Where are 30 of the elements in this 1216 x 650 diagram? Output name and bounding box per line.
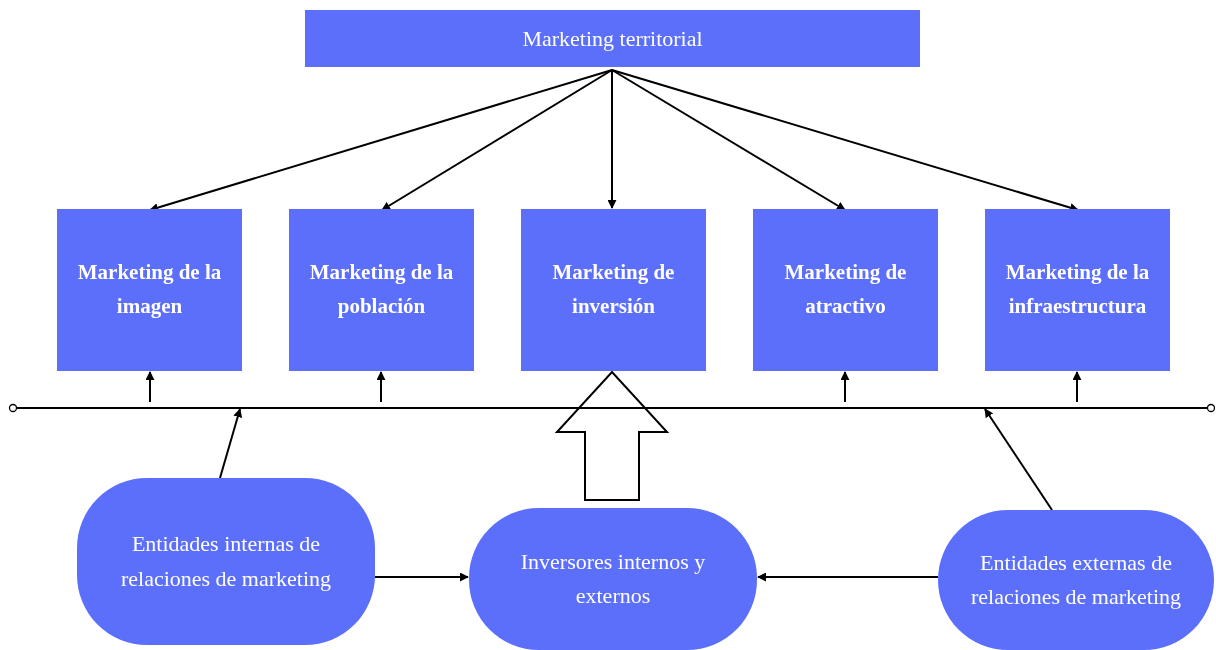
process-box	[521, 209, 706, 371]
block-arrow	[554, 370, 670, 501]
node-label: Marketing de la infraestructura	[1004, 259, 1151, 320]
arrow	[611, 69, 846, 211]
process-box	[57, 209, 242, 371]
node-label: Marketing de inversión	[551, 259, 676, 320]
bus-line	[8, 402, 1216, 414]
title-box	[305, 10, 920, 67]
process-box	[289, 209, 474, 371]
arrow	[381, 69, 613, 211]
arrow	[149, 69, 613, 212]
arrow	[840, 371, 850, 403]
arrow	[757, 572, 939, 582]
arrow	[145, 371, 155, 403]
node-label: Inversores internos y externos	[519, 547, 707, 610]
node-label: Entidades externas de relaciones de marketing	[969, 548, 1183, 611]
process-box	[753, 209, 938, 371]
arrow	[607, 69, 617, 209]
arrow	[984, 408, 1053, 511]
arrow	[374, 572, 469, 582]
arrow	[1072, 371, 1082, 403]
node-label: Entidades internas de relaciones de marketing	[119, 530, 333, 593]
node-label: Marketing de atractivo	[783, 259, 908, 320]
arrow	[376, 371, 386, 403]
node-label: Marketing territorial	[522, 25, 703, 52]
arrow	[219, 408, 243, 479]
node-label: Marketing de la imagen	[76, 259, 223, 320]
node-label: Marketing de la población	[308, 259, 455, 320]
process-box	[985, 209, 1170, 371]
arrow	[611, 69, 1079, 212]
